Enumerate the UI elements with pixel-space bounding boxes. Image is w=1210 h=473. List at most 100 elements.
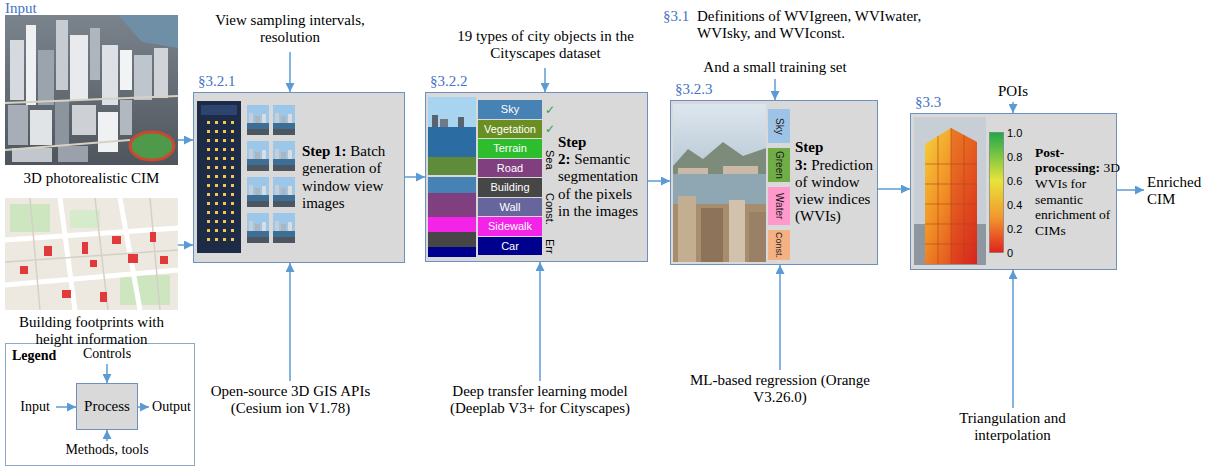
label-holder: Sea <box>543 150 557 170</box>
check-mark: ✓ <box>543 102 557 118</box>
label-holder: 0 <box>1007 246 1033 260</box>
footprint-map <box>5 198 178 310</box>
scale-value: 0.2 <box>1007 222 1033 236</box>
bar-label: Green <box>774 151 785 179</box>
section-ref: §3.2.3 <box>675 81 713 97</box>
legend-label: Controls <box>72 346 142 362</box>
scale-value: 0 <box>1007 246 1033 260</box>
label-holder: 19 types of city objects in the Cityscap… <box>428 28 663 63</box>
class-bar: Road <box>478 159 542 178</box>
class-bar: Sky <box>478 100 542 119</box>
scale-value: 1.0 <box>1007 126 1033 140</box>
bar-label: Sidewalk <box>488 220 532 232</box>
label-holder: 0.8 <box>1007 150 1033 164</box>
label-holder: 3D photorealistic CIM <box>5 170 178 187</box>
control-label: Definitions of WVIgreen, WVIwater, WVIsk… <box>697 8 929 43</box>
index-bar: Green <box>768 148 790 182</box>
bar-label: Sky <box>774 118 785 135</box>
class-bar: Wall <box>478 198 542 217</box>
index-bar: Water <box>768 187 790 225</box>
label-holder: Const. <box>543 193 557 225</box>
label-holder: Methods, tools <box>47 442 167 458</box>
scale-value: 0.6 <box>1007 174 1033 188</box>
class-bar: Car <box>478 237 542 256</box>
scale-value: 0.4 <box>1007 198 1033 212</box>
segmentation-illustration <box>428 97 476 257</box>
control-label: View sampling intervals, resolution <box>200 12 380 47</box>
label-holder: Deep transfer learning model (Deeplab V3… <box>430 383 650 418</box>
label-holder: Enriched CIM <box>1147 174 1205 209</box>
process-box: §3.2.1Step 1:Batch generation of window … <box>193 92 405 263</box>
flow-arrow <box>405 176 425 178</box>
control-label: POIs <box>993 83 1033 100</box>
label-holder: ✓ <box>543 121 557 137</box>
label-holder: 1.0 <box>1007 126 1033 140</box>
group-label: Err <box>543 239 556 254</box>
process-box: §3.2.3Step 3:Prediction of window view i… <box>670 100 878 265</box>
check-mark: ✓ <box>543 121 557 137</box>
section-ref: §3.2.2 <box>430 73 468 89</box>
scale-value: 0.8 <box>1007 150 1033 164</box>
section-ref: §3.2.1 <box>198 73 236 89</box>
label-holder: 0.6 <box>1007 174 1033 188</box>
legend-label: Methods, tools <box>47 442 167 458</box>
process-box: §3.2.2Step 2:Semantic segmentation of th… <box>425 92 648 262</box>
bar-label: Wall <box>500 201 521 213</box>
process-box: Process <box>76 383 138 430</box>
bar-label: Road <box>497 162 523 174</box>
tool-label: Triangulation and interpolation <box>925 410 1100 445</box>
label-holder: 0.4 <box>1007 198 1033 212</box>
flow-arrow <box>878 188 910 190</box>
label-holder: Input <box>5 0 50 17</box>
bar-label: Sky <box>501 103 519 115</box>
flow-arrow <box>648 180 670 182</box>
bar-label: Car <box>501 240 519 252</box>
label-holder: Controls <box>72 346 142 362</box>
city-model-photo <box>5 15 178 165</box>
legend-title: Legend <box>12 348 56 363</box>
label-holder: Triangulation and interpolation <box>925 410 1100 445</box>
group-label: Sea <box>543 150 556 170</box>
output-label: Enriched CIM <box>1147 174 1205 209</box>
label-holder: §3.1 <box>663 8 699 25</box>
tool-label: ML-based regression (Orange V3.26.0) <box>690 372 870 407</box>
class-bar: Terrain <box>478 139 542 158</box>
section-ref: §3.3 <box>915 94 941 110</box>
legend-label: Output <box>150 399 193 415</box>
heading-label: Input <box>5 0 50 17</box>
label-holder: Err <box>543 239 557 254</box>
bar-label: Terrain <box>493 142 527 154</box>
bar-label: Water <box>774 193 785 219</box>
leader-arrows <box>56 52 1144 441</box>
image-caption: 3D photorealistic CIM <box>5 170 178 187</box>
bar-label: Const. <box>774 232 784 258</box>
control-label: 19 types of city objects in the Cityscap… <box>428 28 663 63</box>
class-bar: Vegetation <box>478 120 542 139</box>
tool-label: Deep transfer learning model (Deeplab V3… <box>430 383 650 418</box>
step-title: Post-processing: <box>1035 145 1100 176</box>
label-holder: Input <box>12 399 58 415</box>
class-bar: Building <box>478 178 542 197</box>
label-holder: And a small training set <box>680 59 870 76</box>
bar-label: Vegetation <box>484 123 536 135</box>
bar-label: Building <box>490 181 529 193</box>
group-label: Const. <box>543 193 556 225</box>
step-title: Step 1: <box>302 143 347 159</box>
label-holder: Open-source 3D GIS APIs (Cesium ion V1.7… <box>198 383 383 418</box>
index-bar: Const. <box>768 230 790 260</box>
tool-label: Open-source 3D GIS APIs (Cesium ion V1.7… <box>198 383 383 418</box>
label-holder: View sampling intervals, resolution <box>200 12 380 47</box>
image-caption: Building footprints with height informat… <box>5 314 178 349</box>
label-holder: POIs <box>993 83 1033 100</box>
label-holder: ✓ <box>543 102 557 118</box>
label-holder: 0.2 <box>1007 222 1033 236</box>
label-holder: Definitions of WVIgreen, WVIwater, WVIsk… <box>697 8 929 43</box>
window-view-batch-illustration <box>197 101 297 253</box>
label-holder: Output <box>150 399 193 415</box>
index-bar: Sky <box>768 109 790 143</box>
window-view-photo <box>673 104 766 262</box>
legend-label: Input <box>12 399 58 415</box>
control-label: And a small training set <box>680 59 870 76</box>
label-holder: ML-based regression (Orange V3.26.0) <box>690 372 870 407</box>
process-label: Process <box>84 398 130 415</box>
